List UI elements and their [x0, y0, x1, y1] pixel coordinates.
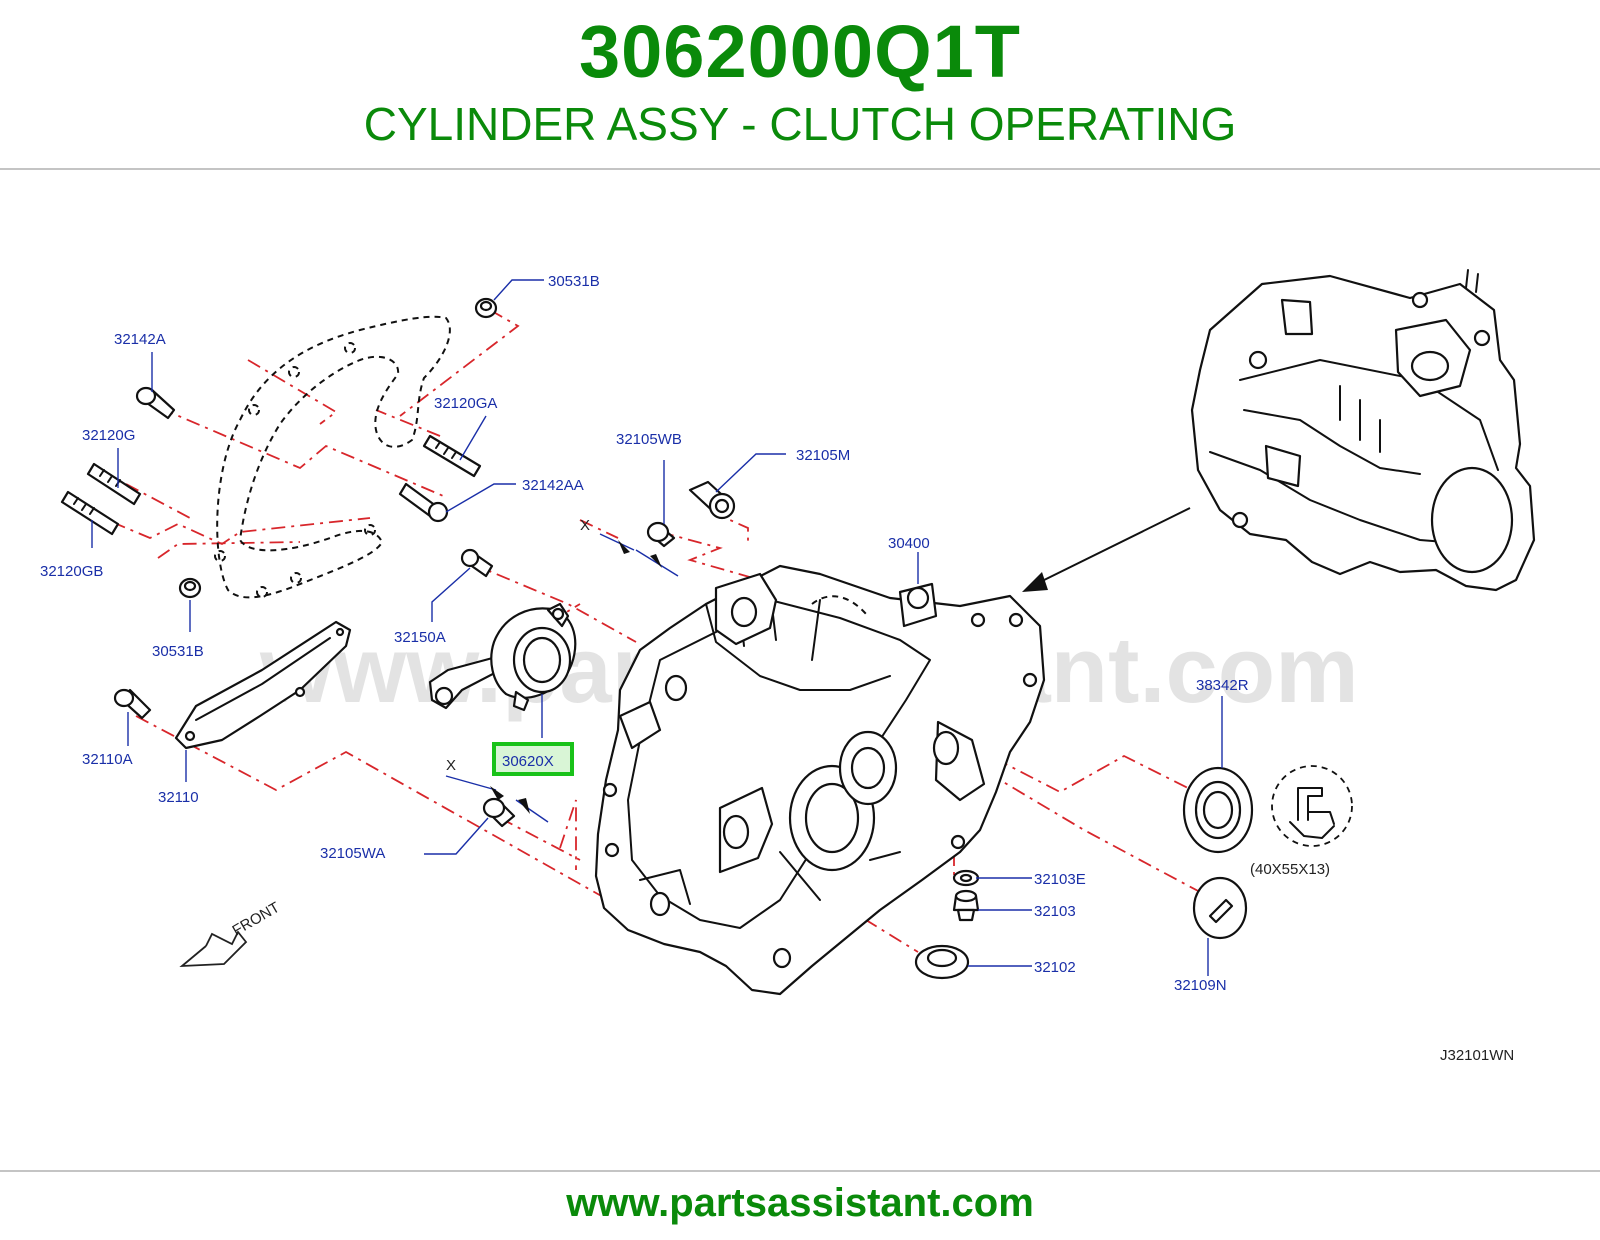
callout-30531B-bottom: 30531B — [152, 643, 204, 660]
exploded-parts-diagram: www.partsassistant.com — [40, 269, 1536, 1064]
callout-32110: 32110 — [158, 789, 199, 806]
oil-seal-38342R — [1182, 766, 1254, 854]
seal-cross-section-detail — [1271, 765, 1353, 847]
dowel-32105WB — [646, 521, 676, 548]
bushing-32105M — [688, 480, 736, 520]
header: 3062000Q1T CYLINDER ASSY - CLUTCH OPERAT… — [0, 0, 1600, 168]
callout-32109N: 32109N — [1174, 977, 1227, 994]
callout-leaders — [91, 279, 1223, 976]
callout-38342R: 38342R — [1196, 677, 1249, 694]
callout-32105WB: 32105WB — [616, 431, 682, 448]
callout-32102: 32102 — [1034, 959, 1076, 976]
stud-32120GB — [60, 490, 120, 536]
front-label: FRONT — [230, 899, 283, 940]
transaxle-assembly — [1190, 269, 1536, 592]
bolt-32142AA — [398, 482, 449, 523]
dimension-marker-lower: X — [445, 757, 549, 823]
clutch-operating-cylinder — [428, 602, 577, 712]
callout-32105WA: 32105WA — [320, 845, 385, 862]
dimension-marker-upper: X — [580, 517, 679, 577]
callout-32105M: 32105M — [796, 447, 850, 464]
nut-30531B-top — [474, 297, 498, 319]
cover-plate — [214, 315, 451, 599]
part-number: 3062000Q1T — [578, 10, 1021, 93]
stud-32120GA — [422, 434, 482, 478]
figure-code: J32101WN — [1440, 1047, 1514, 1064]
callout-32150A: 32150A — [394, 629, 446, 646]
front-direction-indicator: FRONT — [179, 899, 283, 968]
bolt-32142A — [135, 386, 176, 420]
washer-32103E — [952, 869, 980, 887]
dimension-x-upper: X — [580, 517, 590, 534]
dowel-32105WA — [482, 797, 516, 828]
callout-labels: 30531B 32142A 32120GA 32120G 32142AA 321… — [40, 273, 1514, 1064]
assembly-arrow — [1022, 507, 1191, 592]
footer-url[interactable]: www.partsassistant.com — [566, 1181, 1034, 1225]
callout-32103: 32103 — [1034, 903, 1076, 920]
bolt-32110A — [113, 688, 152, 720]
callout-32142AA: 32142AA — [522, 477, 584, 494]
clutch-housing — [594, 564, 1046, 996]
oil-seal-32102 — [914, 944, 970, 980]
plug-32109N — [1192, 876, 1248, 940]
footer-divider — [0, 1170, 1600, 1172]
callout-30400: 30400 — [888, 535, 930, 552]
nut-30531B-bottom — [178, 577, 202, 599]
callout-32110A: 32110A — [82, 751, 133, 768]
header-divider — [0, 168, 1600, 170]
callout-30620X: 30620X — [502, 753, 554, 770]
callout-32103E: 32103E — [1034, 871, 1086, 888]
callout-32120GB: 32120GB — [40, 563, 103, 580]
drain-plug-32103 — [952, 889, 980, 922]
callout-32120G: 32120G — [82, 427, 135, 444]
stud-32120G — [86, 462, 142, 506]
plate-32110 — [174, 620, 352, 750]
dimension-x-lower: X — [446, 757, 456, 774]
seal-size-note: (40X55X13) — [1250, 861, 1330, 878]
highlight-box-30620X — [492, 742, 574, 776]
bolt-32150A — [460, 548, 494, 578]
callout-30531B-top: 30531B — [548, 273, 600, 290]
part-title: CYLINDER ASSY - CLUTCH OPERATING — [363, 98, 1237, 150]
callout-32142A: 32142A — [114, 331, 166, 348]
callout-32120GA: 32120GA — [434, 395, 497, 412]
